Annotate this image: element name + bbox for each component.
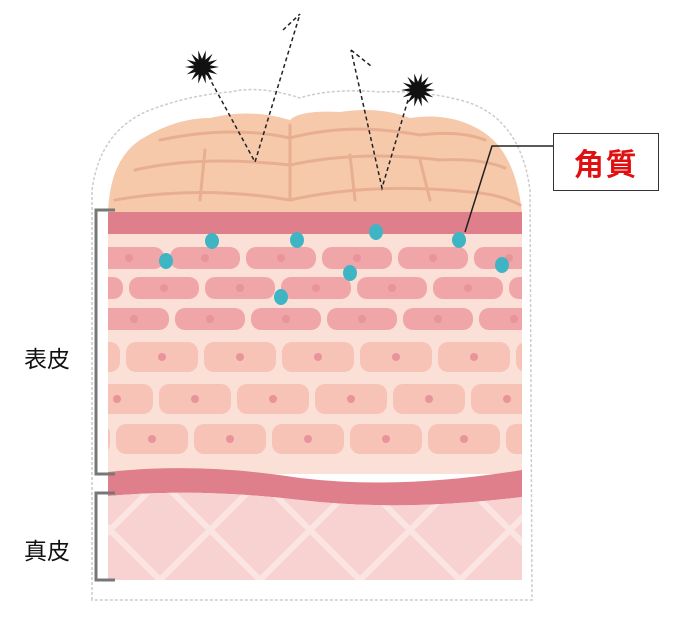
moisture-dot <box>205 233 219 249</box>
epidermal-cell <box>403 308 473 330</box>
moisture-dot <box>369 224 383 240</box>
epidermal-cell <box>350 424 422 454</box>
epidermal-cell <box>315 384 387 414</box>
epidermal-cell <box>428 424 500 454</box>
epidermal-cell <box>516 342 522 372</box>
epidermal-cell <box>272 424 344 454</box>
epidermal-cell <box>393 384 465 414</box>
epidermal-cell <box>246 247 316 269</box>
epidermal-cell <box>159 384 231 414</box>
epidermal-cell <box>23 308 93 330</box>
epidermal-cell <box>360 342 432 372</box>
epidermal-cell <box>170 247 240 269</box>
moisture-dot <box>495 257 509 273</box>
epidermal-cell <box>126 342 198 372</box>
epidermal-cell <box>175 308 245 330</box>
moisture-dot <box>452 232 466 248</box>
epidermal-cell <box>506 424 522 454</box>
epidermal-cell <box>322 247 392 269</box>
epidermal-cell <box>433 277 503 299</box>
epidermal-cell <box>194 424 266 454</box>
epidermal-cell <box>471 384 522 414</box>
epidermal-cell <box>108 277 123 299</box>
epidermal-cell <box>129 277 199 299</box>
basal-band <box>108 468 522 506</box>
moisture-dot <box>343 265 357 281</box>
epidermal-cell <box>205 277 275 299</box>
corneum-leader-line <box>464 145 553 233</box>
epidermal-cell <box>398 247 468 269</box>
epidermal-cell <box>116 424 188 454</box>
moisture-dot <box>290 232 304 248</box>
epidermal-cell <box>251 308 321 330</box>
epidermal-cell <box>108 308 169 330</box>
uv-reflection-arrows <box>204 13 409 191</box>
epidermal-cell <box>509 277 522 299</box>
dermis-label: 真皮 <box>24 539 70 565</box>
epidermal-cell <box>479 308 522 330</box>
uv-burst-icon <box>185 50 435 107</box>
epidermal-cell <box>108 247 164 269</box>
epidermal-cell <box>18 247 88 269</box>
epidermal-cell <box>108 384 153 414</box>
moisture-dot <box>274 289 288 305</box>
epidermal-cell <box>327 308 397 330</box>
epidermal-cell <box>474 247 522 269</box>
epidermal-cell <box>108 342 120 372</box>
epidermal-cell <box>357 277 427 299</box>
epidermal-cell <box>108 428 110 450</box>
granular-band <box>108 212 522 234</box>
corneum-scale-lines <box>113 123 522 207</box>
epidermis-label: 表皮 <box>24 347 70 373</box>
stratum-corneum-label: 角質 <box>553 133 659 191</box>
epidermal-cell <box>204 342 276 372</box>
epidermal-cell <box>237 384 309 414</box>
epidermal-cell <box>281 277 351 299</box>
epidermal-cell <box>282 342 354 372</box>
moisture-dot <box>159 253 173 269</box>
dermis-bracket <box>94 491 115 582</box>
epidermal-cell <box>3 384 75 414</box>
epidermal-cell <box>438 342 510 372</box>
epidermis-bracket <box>94 208 115 476</box>
